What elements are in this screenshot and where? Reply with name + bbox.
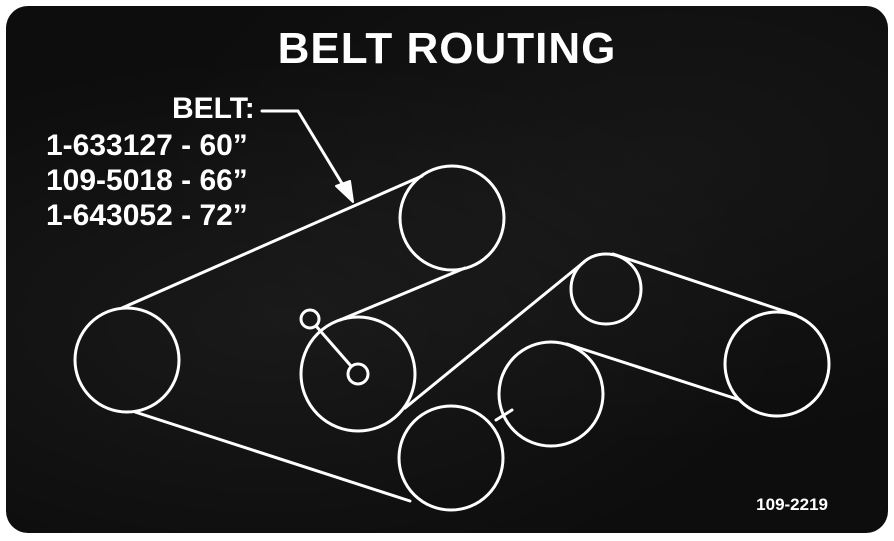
pulley-bottom xyxy=(397,404,505,512)
pulley-right xyxy=(723,310,831,418)
pulley-top xyxy=(398,164,506,272)
pulley-center xyxy=(299,315,417,433)
belt-part-item: 1-643052 - 72” xyxy=(46,199,248,232)
idler-pulley-small xyxy=(569,252,643,326)
label-leader-line xyxy=(260,109,348,192)
leader-arrowhead xyxy=(335,180,354,203)
belt-part-item: 1-633127 - 60” xyxy=(46,129,248,162)
belt-segment xyxy=(133,410,412,503)
belt-segment xyxy=(120,174,424,310)
tensioner-arm xyxy=(314,324,353,368)
pulley-left xyxy=(73,306,181,414)
belt-segment xyxy=(565,342,742,402)
belt-segment xyxy=(338,266,467,322)
pulley-middle-right xyxy=(497,340,605,448)
belt-segment xyxy=(494,408,514,422)
belt-part-list: 1-633127 - 60” 109-5018 - 66” 1-643052 -… xyxy=(46,128,248,233)
decal-part-number: 109-2219 xyxy=(756,495,828,514)
belt-part-item: 109-5018 - 66” xyxy=(46,164,248,197)
belt-label: BELT: xyxy=(172,92,255,125)
tensioner-hub xyxy=(346,362,370,386)
diagram-title: BELT ROUTING xyxy=(277,24,617,73)
belt-segment xyxy=(403,260,586,410)
belt-segment xyxy=(611,252,798,317)
tensioner-pivot xyxy=(299,308,321,330)
